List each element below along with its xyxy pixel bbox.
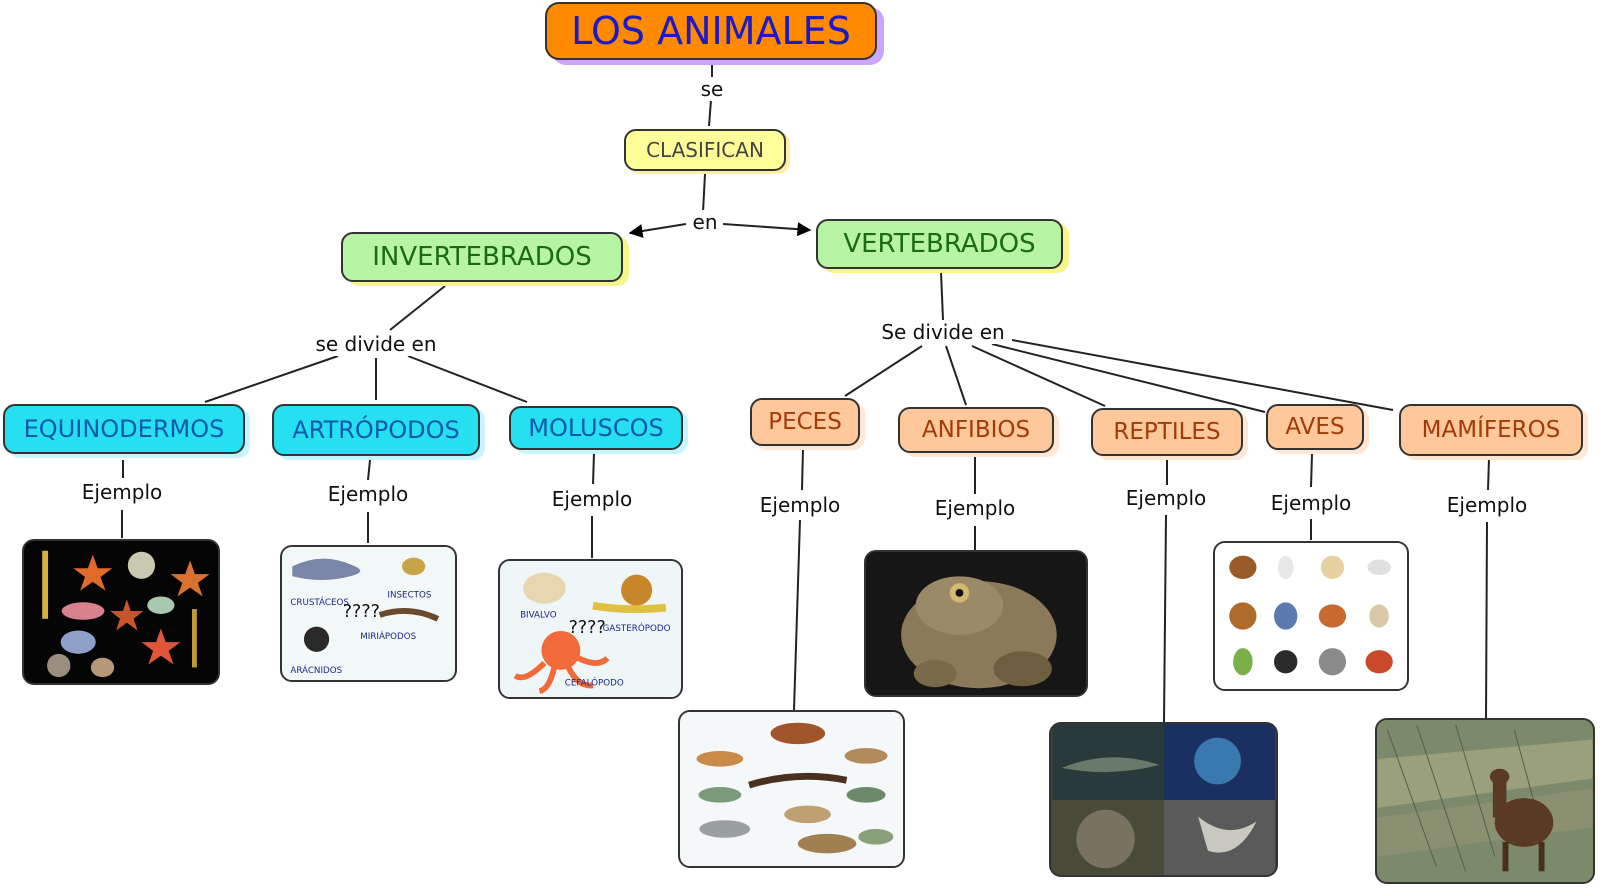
caption-crustaceos: CRUSTÁCEOS — [290, 596, 349, 608]
node-invertebrados: INVERTEBRADOS — [341, 232, 623, 282]
caption-question-mark-artropodos: ???? — [343, 602, 380, 622]
node-peces: PECES — [750, 398, 860, 446]
node-anfibios: ANFIBIOS — [898, 407, 1054, 453]
link-label-ejemplo-reptiles: Ejemplo — [1122, 486, 1210, 510]
link-label-ejemplo-peces: Ejemplo — [756, 493, 844, 517]
link-label-se-divide-en-vertebrados: Se divide en — [878, 320, 1008, 344]
image-peces — [678, 710, 905, 868]
link-label-en: en — [689, 210, 721, 234]
node-clasifican: CLASIFICAN — [624, 129, 786, 171]
image-anfibios — [864, 550, 1088, 697]
link-label-se: se — [697, 77, 727, 101]
caption-insectos: INSECTOS — [387, 590, 431, 600]
node-moluscos: MOLUSCOS — [509, 406, 683, 450]
root-node-los-animales: LOS ANIMALES — [545, 2, 877, 60]
caption-cefalopodo: CEFALÓPODO — [565, 676, 624, 688]
node-mamiferos: MAMÍFEROS — [1399, 404, 1583, 456]
link-label-ejemplo-anfibios: Ejemplo — [931, 496, 1019, 520]
caption-gasteropodo: GASTERÓPODO — [603, 622, 671, 634]
node-equinodermos: EQUINODERMOS — [3, 404, 245, 454]
node-aves: AVES — [1266, 404, 1364, 450]
link-label-ejemplo-moluscos: Ejemplo — [548, 487, 636, 511]
image-moluscos: BIVALVO GASTERÓPODO CEFALÓPODO ???? — [498, 559, 683, 699]
caption-bivalvo: BIVALVO — [520, 610, 557, 620]
image-artropodos: CRUSTÁCEOS INSECTOS MIRIÁPODOS ARÁCNIDOS… — [280, 545, 457, 682]
link-label-ejemplo-aves: Ejemplo — [1267, 491, 1355, 515]
image-equinodermos — [22, 539, 220, 685]
caption-miriapodos: MIRIÁPODOS — [360, 630, 416, 642]
link-label-ejemplo-equinodermos: Ejemplo — [78, 480, 166, 504]
image-aves — [1213, 541, 1409, 691]
image-mamiferos — [1375, 718, 1595, 884]
node-artropodos: ARTRÓPODOS — [272, 404, 480, 456]
image-reptiles — [1049, 722, 1278, 877]
node-reptiles: REPTILES — [1091, 408, 1243, 456]
link-label-se-divide-en-invertebrados: se divide en — [312, 332, 440, 356]
node-vertebrados: VERTEBRADOS — [816, 219, 1063, 269]
caption-question-mark-moluscos: ???? — [569, 618, 606, 638]
caption-aracnidos: ARÁCNIDOS — [290, 664, 342, 676]
link-label-ejemplo-mamiferos: Ejemplo — [1443, 493, 1531, 517]
link-label-ejemplo-artropodos: Ejemplo — [324, 482, 412, 506]
